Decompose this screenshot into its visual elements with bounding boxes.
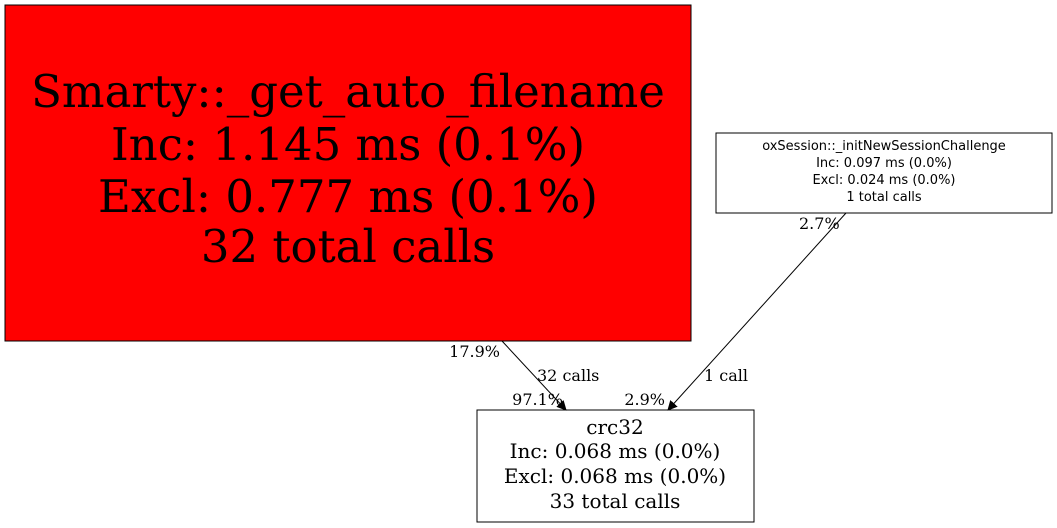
- edge-tail-label: 2.7%: [799, 214, 840, 233]
- node-inc: Inc: 0.097 ms (0.0%): [816, 156, 952, 171]
- node-smarty-get-auto-filename[interactable]: Smarty::_get_auto_filename Inc: 1.145 ms…: [4, 4, 692, 342]
- node-calls: 1 total calls: [846, 190, 922, 205]
- node-crc32[interactable]: crc32 Inc: 0.068 ms (0.0%) Excl: 0.068 m…: [476, 409, 755, 523]
- node-inc: Inc: 0.068 ms (0.0%): [510, 439, 721, 463]
- node-calls: 32 total calls: [201, 220, 495, 273]
- node-box: [4, 4, 692, 342]
- edge-head-label: 97.1%: [512, 390, 563, 409]
- node-excl: Excl: 0.024 ms (0.0%): [812, 173, 955, 188]
- node-inc: Inc: 1.145 ms (0.1%): [111, 118, 585, 171]
- node-name: oxSession::_initNewSessionChallenge: [762, 139, 1006, 154]
- edge-line: [667, 212, 847, 411]
- edge-label: 32 calls: [537, 366, 599, 385]
- edge-smarty-to-crc32: 17.9% 32 calls 97.1%: [449, 340, 599, 411]
- node-box: [715, 132, 1053, 214]
- node-box: [476, 409, 755, 523]
- node-excl: Excl: 0.777 ms (0.1%): [98, 170, 598, 223]
- node-calls: 33 total calls: [550, 489, 681, 513]
- edge-oxsession-to-crc32: 2.7% 1 call 2.9%: [624, 212, 847, 411]
- edge-tail-label: 17.9%: [449, 342, 500, 361]
- edge-head-label: 2.9%: [624, 390, 665, 409]
- node-name: crc32: [586, 415, 643, 439]
- edge-line: [501, 340, 567, 411]
- node-name: Smarty::_get_auto_filename: [31, 65, 665, 118]
- edge-label: 1 call: [704, 366, 748, 385]
- node-oxsession-init-new-session-challenge[interactable]: oxSession::_initNewSessionChallenge Inc:…: [715, 132, 1053, 214]
- node-excl: Excl: 0.068 ms (0.0%): [504, 464, 726, 488]
